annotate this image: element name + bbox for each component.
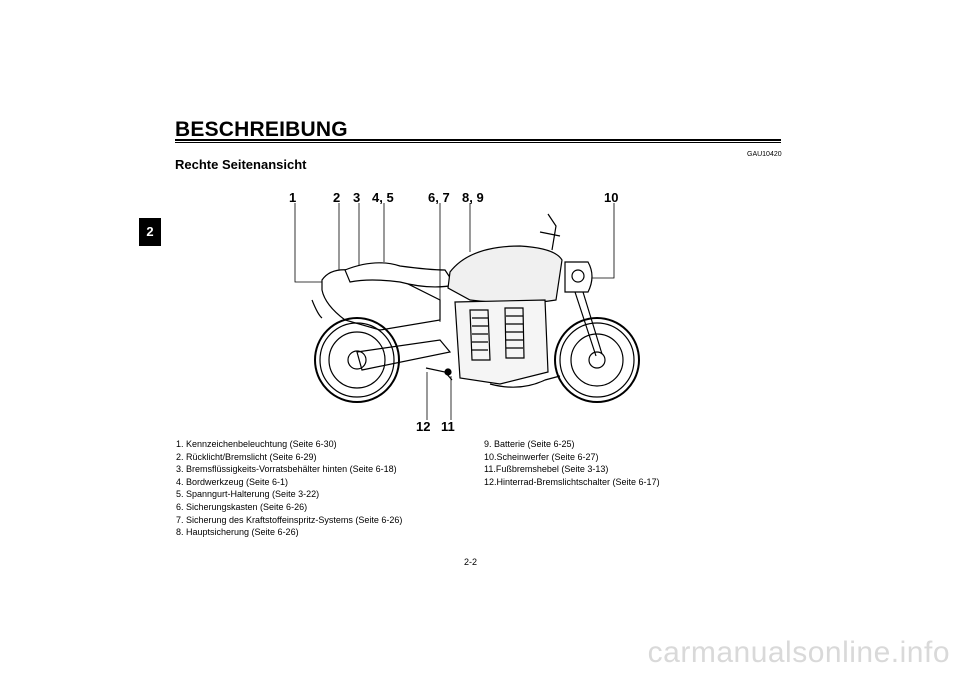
callout-1: 1 xyxy=(289,190,297,205)
legend-item: 11.Fußbremshebel (Seite 3-13) xyxy=(484,464,609,475)
legend-item: 8. Hauptsicherung (Seite 6-26) xyxy=(176,527,299,538)
title-rule xyxy=(175,139,781,141)
callout-4-5: 4, 5 xyxy=(372,190,394,205)
callout-2: 2 xyxy=(333,190,341,205)
legend-item: 6. Sicherungskasten (Seite 6-26) xyxy=(176,501,308,512)
page-title: BESCHREIBUNG xyxy=(175,118,348,141)
legend-item: 7. Sicherung des Kraftstoffeinspritz-Sys… xyxy=(176,514,403,525)
chapter-tab: 2 xyxy=(139,218,161,246)
legend-item: 2. Rücklicht/Bremslicht (Seite 6-29) xyxy=(176,451,317,462)
callout-12: 12 xyxy=(416,419,431,434)
legend-right: 9. Batterie (Seite 6-25) 10.Scheinwerfer… xyxy=(484,438,660,488)
title-rule-thin xyxy=(175,142,781,143)
section-title: Rechte Seitenansicht xyxy=(175,157,307,172)
legend-item: 9. Batterie (Seite 6-25) xyxy=(484,439,575,449)
callout-3: 3 xyxy=(353,190,361,205)
legend-item: 3. Bremsflüssigkeits-Vorratsbehälter hin… xyxy=(176,464,397,475)
watermark: carmanualsonline.info xyxy=(647,636,950,669)
legend-item: 12.Hinterrad-Bremslichtschalter (Seite 6… xyxy=(484,476,660,487)
callout-6-7: 6, 7 xyxy=(428,190,450,205)
legend-item: 5. Spanngurt-Halterung (Seite 3-22) xyxy=(176,489,320,500)
page-number: 2-2 xyxy=(464,557,478,567)
document-code: GAU10420 xyxy=(747,151,782,158)
callout-10: 10 xyxy=(604,190,619,205)
callout-11: 11 xyxy=(441,419,455,434)
legend-item: 4. Bordwerkzeug (Seite 6-1) xyxy=(176,476,289,487)
legend-left: 1. Kennzeichenbeleuchtung (Seite 6-30) 2… xyxy=(176,438,402,539)
callout-8-9: 8, 9 xyxy=(462,190,484,205)
legend-item: 10.Scheinwerfer (Seite 6-27) xyxy=(484,451,599,462)
legend-item: 1. Kennzeichenbeleuchtung (Seite 6-30) xyxy=(176,439,337,449)
